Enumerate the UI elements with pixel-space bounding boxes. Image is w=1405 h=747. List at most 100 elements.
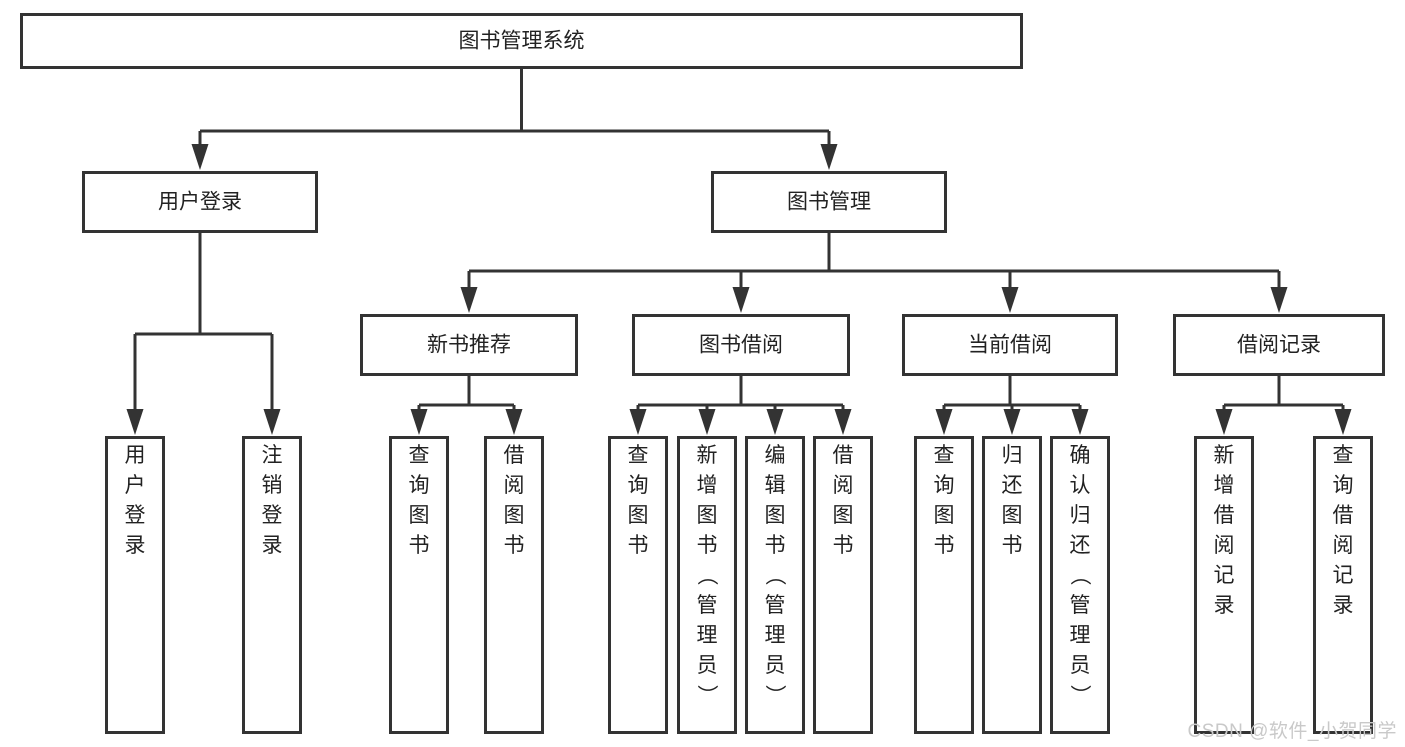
node-label-leaf-11-char-5: 管 — [1070, 594, 1091, 617]
node-leaf-3[interactable]: 查询图书查询图书 — [389, 436, 449, 734]
node-box-leaf-2[interactable] — [242, 436, 302, 734]
node-box-bookmgr[interactable] — [711, 171, 947, 233]
node-label-leaf-3-char-3: 书 — [409, 534, 430, 557]
arrow-head-leaf-6 — [698, 409, 716, 435]
node-label-leaf-6-char-3: 书 — [697, 534, 718, 557]
node-label-leaf-11-char-3: 还 — [1070, 534, 1091, 557]
node-label-leaf-13-char-4: 记 — [1333, 564, 1354, 587]
arrow-head-leaf-3 — [410, 409, 428, 435]
node-box-leaf-4[interactable] — [484, 436, 544, 734]
node-box-leaf-3[interactable] — [389, 436, 449, 734]
node-label-leaf-12-char-2: 借 — [1214, 504, 1235, 527]
node-leaf-5[interactable]: 查询图书查询图书 — [608, 436, 668, 734]
connector-group-newrec — [410, 376, 523, 435]
node-box-leaf-9[interactable] — [914, 436, 974, 734]
node-borrow[interactable]: 图书借阅 — [632, 314, 850, 376]
node-label-login: 用户登录 — [158, 191, 242, 214]
node-label-leaf-12-char-1: 增 — [1214, 474, 1235, 497]
node-label-leaf-3-char-0: 查 — [409, 444, 430, 467]
connector-group-login — [126, 233, 281, 435]
node-leaf-1[interactable]: 用户登录用户登录 — [105, 436, 165, 734]
node-label-newrec: 新书推荐 — [427, 334, 511, 357]
node-box-leaf-8[interactable] — [813, 436, 873, 734]
node-label-leaf-8-char-1: 阅 — [833, 474, 854, 497]
arrow-head-leaf-7 — [766, 409, 784, 435]
node-box-leaf-13[interactable] — [1313, 436, 1373, 734]
node-leaf-9[interactable]: 查询图书查询图书 — [914, 436, 974, 734]
node-box-current[interactable] — [902, 314, 1118, 376]
node-label-leaf-10-char-2: 图 — [1002, 504, 1023, 527]
node-box-leaf-10[interactable] — [982, 436, 1042, 734]
node-box-leaf-5[interactable] — [608, 436, 668, 734]
connector-group-bookmgr — [460, 233, 1288, 313]
node-leaf-13[interactable]: 查询借阅记录查询借阅记录 — [1313, 436, 1373, 734]
arrow-head-current — [1001, 287, 1019, 313]
node-label-records: 借阅记录 — [1237, 334, 1321, 357]
node-label-leaf-10-char-3: 书 — [1002, 534, 1023, 557]
node-leaf-8[interactable]: 借阅图书借阅图书 — [813, 436, 873, 734]
arrow-head-bookmgr — [820, 144, 838, 170]
node-label-leaf-9-char-3: 书 — [934, 534, 955, 557]
node-current[interactable]: 当前借阅 — [902, 314, 1118, 376]
node-box-login[interactable] — [82, 171, 318, 233]
arrow-head-leaf-12 — [1215, 409, 1233, 435]
node-box-root[interactable] — [20, 13, 1023, 69]
node-label-leaf-13-char-5: 录 — [1333, 594, 1354, 617]
node-box-leaf-12[interactable] — [1194, 436, 1254, 734]
arrow-head-leaf-2 — [263, 409, 281, 435]
node-newrec[interactable]: 新书推荐 — [360, 314, 578, 376]
node-label-leaf-6-char-6: 理 — [697, 624, 718, 647]
node-root[interactable]: 图书管理系统 — [20, 13, 1023, 69]
node-label-leaf-7-char-6: 理 — [765, 624, 786, 647]
connector-group-root — [191, 69, 838, 170]
node-label-leaf-6-char-4: （ — [695, 565, 718, 586]
node-leaf-10[interactable]: 归还图书归还图书 — [982, 436, 1042, 734]
node-label-leaf-11-char-6: 理 — [1070, 624, 1091, 647]
node-label-leaf-3-char-2: 图 — [409, 504, 430, 527]
arrow-head-leaf-9 — [935, 409, 953, 435]
node-label-leaf-4-char-3: 书 — [504, 534, 525, 557]
node-label-leaf-4-char-2: 图 — [504, 504, 525, 527]
node-box-leaf-1[interactable] — [105, 436, 165, 734]
node-label-leaf-5-char-1: 询 — [628, 474, 649, 497]
node-label-leaf-3-char-1: 询 — [409, 474, 430, 497]
node-box-newrec[interactable] — [360, 314, 578, 376]
node-label-leaf-1-char-0: 用 — [125, 444, 146, 467]
node-leaf-12[interactable]: 新增借阅记录新增借阅记录 — [1194, 436, 1254, 734]
node-label-leaf-7-char-3: 书 — [765, 534, 786, 557]
node-bookmgr[interactable]: 图书管理 — [711, 171, 947, 233]
node-label-leaf-13-char-0: 查 — [1333, 444, 1354, 467]
node-label-leaf-9-char-2: 图 — [934, 504, 955, 527]
arrow-head-leaf-10 — [1003, 409, 1021, 435]
node-label-leaf-13-char-1: 询 — [1333, 474, 1354, 497]
node-label-borrow: 图书借阅 — [699, 334, 783, 357]
node-login[interactable]: 用户登录 — [82, 171, 318, 233]
node-leaf-4[interactable]: 借阅图书借阅图书 — [484, 436, 544, 734]
node-box-leaf-6[interactable] — [677, 436, 737, 734]
node-label-leaf-2-char-3: 录 — [262, 534, 283, 557]
node-label-leaf-1-char-3: 录 — [125, 534, 146, 557]
node-label-leaf-11-char-0: 确 — [1070, 444, 1091, 467]
node-label-leaf-9-char-0: 查 — [934, 444, 955, 467]
node-label-leaf-5-char-2: 图 — [628, 504, 649, 527]
arrow-head-leaf-1 — [126, 409, 144, 435]
node-records[interactable]: 借阅记录 — [1173, 314, 1385, 376]
node-box-records[interactable] — [1173, 314, 1385, 376]
node-label-leaf-7-char-7: 员 — [765, 654, 786, 677]
node-box-borrow[interactable] — [632, 314, 850, 376]
node-box-leaf-7[interactable] — [745, 436, 805, 734]
node-label-leaf-6-char-7: 员 — [697, 654, 718, 677]
node-box-leaf-11[interactable] — [1050, 436, 1110, 734]
node-leaf-2[interactable]: 注销登录注销登录 — [242, 436, 302, 734]
node-label-leaf-7-char-2: 图 — [765, 504, 786, 527]
node-label-leaf-6-char-8: ） — [695, 685, 718, 706]
node-label-leaf-7-char-1: 辑 — [765, 474, 786, 497]
node-label-leaf-6-char-1: 增 — [697, 474, 718, 497]
node-label-leaf-5-char-0: 查 — [628, 444, 649, 467]
node-label-leaf-7-char-5: 管 — [765, 594, 786, 617]
